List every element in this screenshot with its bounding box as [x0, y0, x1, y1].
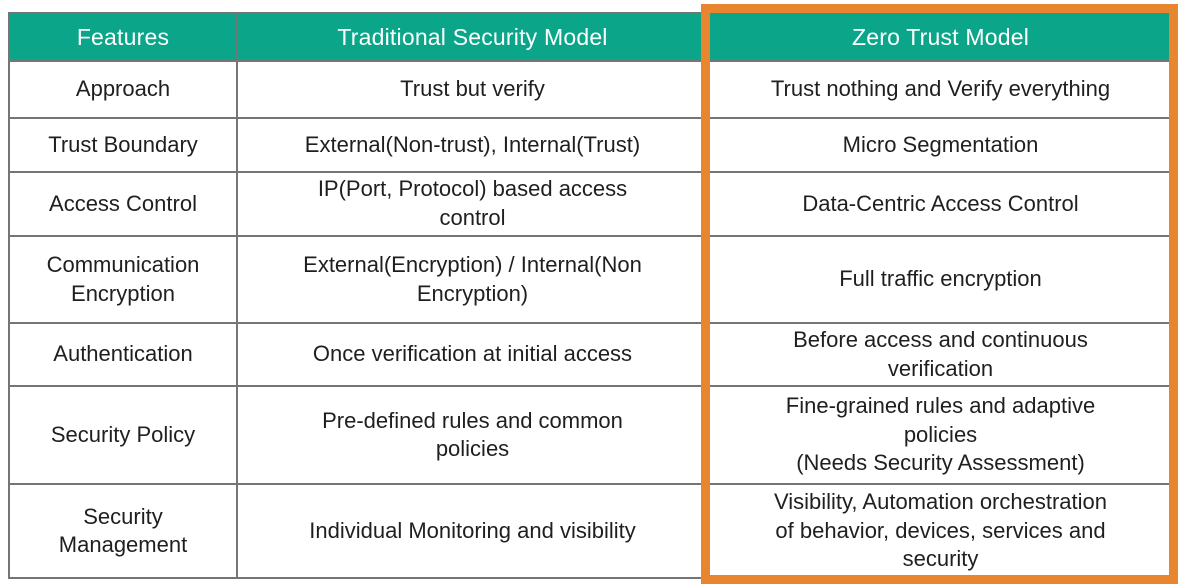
- feature-label-cell: Trust Boundary: [8, 117, 238, 173]
- zero-trust-value-cell: Trust nothing and Verify everything: [707, 60, 1174, 119]
- traditional-value-cell: Once verification at initial access: [236, 321, 709, 388]
- table-row-authentication: Authentication Once verification at init…: [8, 321, 1174, 388]
- table-row-access-control: Access Control IP(Port, Protocol) based …: [8, 171, 1174, 237]
- feature-label-cell: Communication Encryption: [8, 235, 238, 324]
- table-header-row: Features Traditional Security Model Zero…: [8, 12, 1174, 62]
- feature-label-cell: Access Control: [8, 171, 238, 237]
- column-header-zero-trust-model: Zero Trust Model: [707, 12, 1174, 62]
- zero-trust-value-cell: Before access and continuous verificatio…: [707, 321, 1174, 388]
- table-row-security-management: Security Management Individual Monitorin…: [8, 483, 1174, 580]
- column-header-traditional-model: Traditional Security Model: [236, 12, 709, 62]
- table-row-security-policy: Security Policy Pre-defined rules and co…: [8, 385, 1174, 486]
- feature-label-cell: Approach: [8, 60, 238, 119]
- zero-trust-value-cell: Data-Centric Access Control: [707, 171, 1174, 237]
- zero-trust-value-cell: Fine-grained rules and adaptive policies…: [707, 385, 1174, 486]
- table-row-communication-encryption: Communication Encryption External(Encryp…: [8, 235, 1174, 324]
- traditional-value-cell: IP(Port, Protocol) based access control: [236, 171, 709, 237]
- column-header-features: Features: [8, 12, 238, 62]
- traditional-value-cell: External(Non-trust), Internal(Trust): [236, 117, 709, 173]
- zero-trust-value-cell: Micro Segmentation: [707, 117, 1174, 173]
- zero-trust-value-cell: Full traffic encryption: [707, 235, 1174, 324]
- comparison-table: Features Traditional Security Model Zero…: [8, 12, 1174, 580]
- traditional-value-cell: Pre-defined rules and common policies: [236, 385, 709, 486]
- table-row-trust-boundary: Trust Boundary External(Non-trust), Inte…: [8, 117, 1174, 173]
- traditional-value-cell: Trust but verify: [236, 60, 709, 119]
- traditional-value-cell: External(Encryption) / Internal(Non Encr…: [236, 235, 709, 324]
- traditional-value-cell: Individual Monitoring and visibility: [236, 483, 709, 580]
- feature-label-cell: Authentication: [8, 321, 238, 388]
- zero-trust-value-cell: Visibility, Automation orchestration of …: [707, 483, 1174, 580]
- table-row-approach: Approach Trust but verify Trust nothing …: [8, 60, 1174, 119]
- feature-label-cell: Security Management: [8, 483, 238, 580]
- feature-label-cell: Security Policy: [8, 385, 238, 486]
